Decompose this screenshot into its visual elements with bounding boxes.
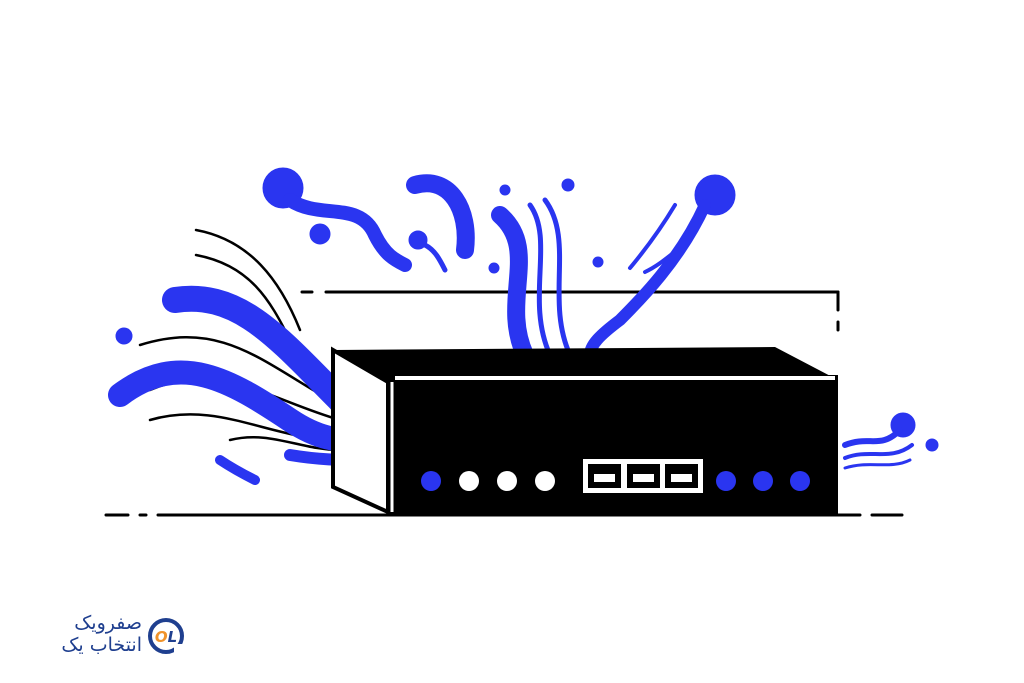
brand-logo: صفرویک انتخاب یک OL <box>26 612 186 662</box>
router <box>331 346 838 516</box>
ethernet-ports <box>583 459 703 493</box>
heat-lines-black <box>138 228 342 452</box>
heat-waves-blue-top <box>115 167 736 364</box>
heat-waves-blue-left <box>108 285 366 485</box>
svg-text:OL: OL <box>155 628 177 646</box>
logo-line-2: انتخاب یک <box>61 634 142 656</box>
logo-line-1: صفرویک <box>74 612 142 634</box>
logo-mark-icon: OL <box>148 618 184 654</box>
heat-waves-blue-right <box>842 412 939 470</box>
status-leds <box>421 471 810 491</box>
logo-text: صفرویک انتخاب یک <box>61 612 142 656</box>
